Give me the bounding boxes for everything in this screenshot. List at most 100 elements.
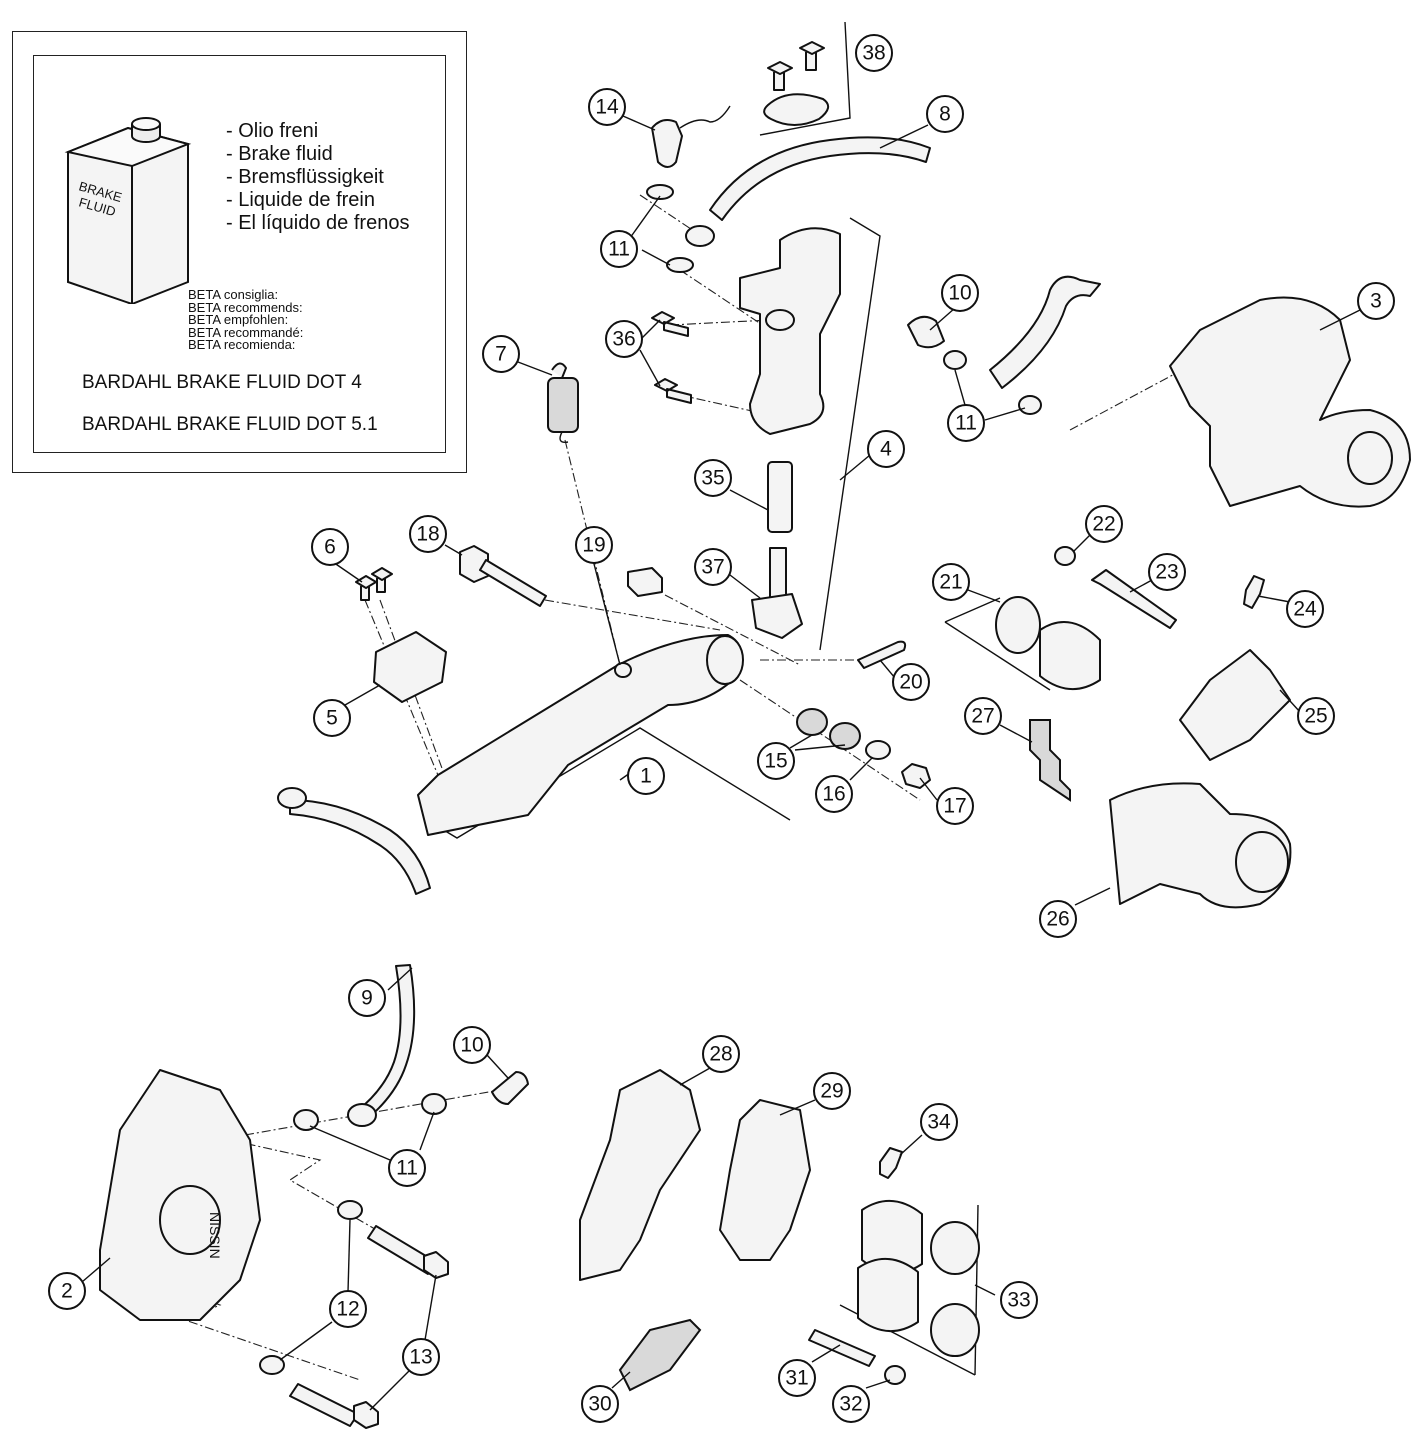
part-1-pivot-boss — [706, 635, 744, 685]
callout-20-label: 20 — [899, 671, 922, 694]
callout-3: 3 — [1357, 282, 1395, 320]
part-26-bracket-eye — [1235, 831, 1289, 893]
leader-37 — [729, 574, 761, 599]
callout-9-label: 9 — [361, 987, 373, 1010]
part-21-piston — [1039, 621, 1101, 691]
group-leader-lines — [81, 115, 1361, 1411]
callout-38-label: 38 — [862, 42, 885, 65]
axis-11-master — [679, 269, 771, 331]
part-13-bolt-a-shaft — [367, 1225, 437, 1275]
callout-6: 6 — [311, 528, 349, 566]
leader-15-a — [789, 734, 813, 749]
callout-35: 35 — [694, 459, 732, 497]
callout-9: 9 — [348, 979, 386, 1017]
leader-18 — [444, 544, 463, 556]
part-4-master-cylinder — [739, 227, 841, 435]
callout-35-label: 35 — [701, 467, 724, 490]
callout-29: 29 — [813, 1072, 851, 1110]
part-11-washer-b — [666, 257, 694, 273]
leader-35 — [729, 489, 769, 511]
callout-33: 33 — [1000, 1281, 1038, 1319]
callout-17: 17 — [936, 787, 974, 825]
leader-36-b — [639, 349, 661, 387]
leader-36-a — [639, 319, 661, 341]
part-14-banjo — [651, 119, 683, 168]
callout-36: 36 — [605, 320, 643, 358]
callout-27: 27 — [964, 697, 1002, 735]
part-11-washer-c — [943, 350, 967, 370]
axis-2-bolt-top — [229, 1139, 421, 1256]
leader-11-e — [309, 1125, 391, 1161]
callout-22: 22 — [1085, 505, 1123, 543]
callout-18-label: 18 — [416, 523, 439, 546]
callout-34: 34 — [920, 1103, 958, 1141]
leader-26 — [1074, 887, 1111, 906]
part-30-pad-spring — [618, 1318, 702, 1392]
callout-37: 37 — [694, 548, 732, 586]
callout-31: 31 — [778, 1359, 816, 1397]
callout-5: 5 — [313, 699, 351, 737]
leader-34 — [899, 1134, 923, 1156]
leader-31 — [811, 1344, 841, 1363]
part-38-cover-plate — [763, 93, 830, 126]
callout-7-label: 7 — [495, 343, 507, 366]
callout-17-label: 17 — [943, 795, 966, 818]
callout-8-label: 8 — [939, 103, 951, 126]
callout-11-top: 11 — [600, 230, 638, 268]
part-21-seal — [995, 596, 1041, 654]
product-dot4: BARDAHL BRAKE FLUID DOT 4 — [82, 372, 362, 393]
callout-34-label: 34 — [927, 1111, 951, 1134]
brake-fluid-info-inner: BRAKE FLUID - Olio freni - Brake fluid -… — [33, 55, 446, 453]
part-19-clip — [627, 567, 663, 597]
leader-29 — [779, 1099, 816, 1116]
part-15-bearing-a — [796, 708, 828, 736]
part-12-washer-b — [259, 1355, 285, 1375]
callout-11-front: 11 — [388, 1149, 426, 1187]
part-2-caliper-piston-face — [159, 1185, 221, 1255]
part-10-banjo-bolt-top — [907, 315, 945, 349]
bracket-38-line — [759, 21, 851, 136]
callout-21: 21 — [932, 563, 970, 601]
part-hose-pedal-side — [289, 799, 431, 895]
brake-fluid-info-box: BRAKE FLUID - Olio freni - Brake fluid -… — [12, 31, 467, 473]
callout-32: 32 — [832, 1385, 870, 1423]
callout-21-label: 21 — [939, 571, 962, 594]
callout-30-label: 30 — [588, 1393, 611, 1416]
part-4-port — [765, 309, 795, 331]
part-18-bolt-shaft — [479, 559, 547, 607]
callout-10-front: 10 — [453, 1026, 491, 1064]
fluid-name-it: - Olio freni — [226, 120, 319, 142]
leader-7 — [517, 361, 553, 376]
part-33-seal-a — [930, 1221, 980, 1275]
fluid-name-fr: - Liquide de frein — [226, 189, 375, 211]
part-33-seal-b — [930, 1303, 980, 1357]
brake-fluid-can-icon: BRAKE FLUID — [64, 117, 192, 304]
leader-11-d — [984, 407, 1026, 421]
callout-19: 19 — [575, 526, 613, 564]
leader-28 — [679, 1067, 711, 1086]
part-36-screw-a — [651, 311, 689, 337]
leader-10-front — [486, 1054, 509, 1079]
callout-7: 7 — [482, 335, 520, 373]
callout-8: 8 — [926, 95, 964, 133]
callout-23-label: 23 — [1155, 561, 1178, 584]
part-13-bolt-b-shaft — [289, 1383, 359, 1427]
callout-38: 38 — [855, 34, 893, 72]
fluid-name-es: - El líquido de frenos — [226, 212, 410, 234]
part-8-banjo-eye — [685, 225, 715, 247]
callout-1: 1 — [627, 757, 665, 795]
callout-16-label: 16 — [822, 783, 845, 806]
callout-20: 20 — [892, 663, 930, 701]
recommend-fr: BETA recommandé: — [188, 324, 304, 340]
part-15-bearing-b — [829, 722, 861, 750]
part-3-caliper-eye — [1347, 431, 1393, 485]
leader-10-top — [929, 307, 956, 331]
leader-2 — [81, 1257, 111, 1283]
part-rear-hose — [989, 275, 1101, 389]
leader-13-a — [424, 1274, 437, 1341]
callout-32-label: 32 — [839, 1393, 862, 1416]
part-13-bolt-a-head — [423, 1251, 449, 1279]
callout-10-front-label: 10 — [460, 1034, 483, 1057]
part-7-spring-hook-bottom — [559, 431, 569, 443]
